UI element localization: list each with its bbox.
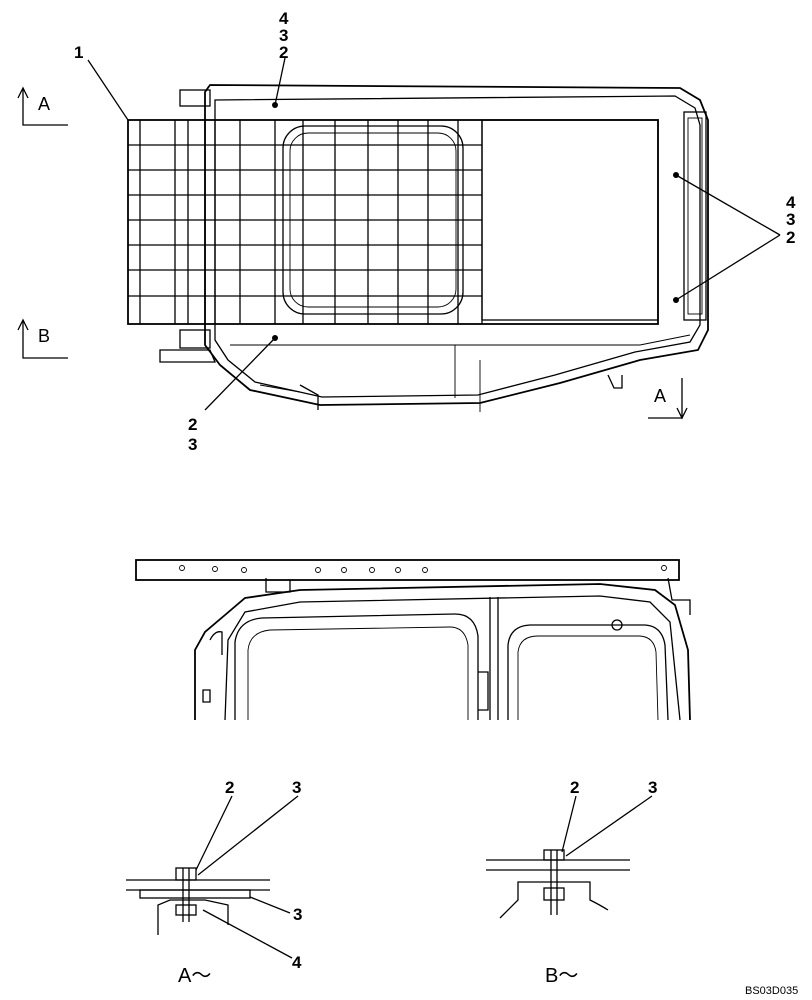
detail-b-label-2: 2: [570, 778, 579, 797]
right-stack-4: 4: [786, 193, 796, 212]
cab-side-outline: [194, 583, 691, 721]
rail-holes: [179, 565, 667, 573]
side-bracket-right: [667, 577, 691, 615]
detail-b-channel: [499, 881, 609, 919]
rail-bracket: [265, 578, 291, 593]
side-knob: [611, 619, 623, 631]
lower-stack-2: 2: [188, 415, 197, 434]
cab-roof-inner-outline: [214, 95, 701, 398]
pillar-detail: [478, 671, 489, 711]
leader-right-lower: [675, 234, 781, 301]
leader-right-upper: [675, 174, 781, 236]
top-stack-4: 4: [279, 9, 289, 28]
cab-lower-contour: [230, 334, 691, 412]
cab-roof-outline: [204, 84, 709, 406]
hinge-lower: [179, 329, 211, 349]
detail-a-label-2: 2: [225, 778, 234, 797]
svg-text:A: A: [38, 94, 50, 114]
lower-stack-3: 3: [188, 435, 197, 454]
handle-lower: [159, 349, 216, 363]
top-view: 4 3 2 1 4 3 2 2 3 A B A: [17, 9, 796, 454]
part-1-label: 1: [74, 43, 83, 62]
window-right-inner: [517, 635, 659, 721]
right-stack-2: 2: [786, 228, 795, 247]
window-right: [507, 624, 669, 721]
top-guard-side-rail: [135, 559, 680, 581]
roof-flat-panel: [481, 119, 659, 321]
bottom-bracket-right: [607, 374, 623, 389]
detail-a-label-3-top: 3: [292, 778, 301, 797]
svg-text:A: A: [654, 386, 666, 406]
leader-a-3: [197, 795, 299, 876]
detail-a-label-3-mid: 3: [293, 905, 302, 924]
leader-part-1: [87, 59, 129, 121]
top-guard-frame: [127, 119, 659, 325]
leader-lower-stack: [204, 337, 276, 411]
window-left-inner: [247, 626, 469, 720]
detail-b-caption: B～: [545, 965, 578, 987]
window-left: [234, 613, 479, 720]
section-marker-b-left: B: [17, 318, 68, 359]
detail-a-channel: [157, 899, 229, 935]
detail-b-bolt-head: [543, 849, 565, 861]
svg-text:B: B: [38, 326, 50, 346]
bottom-bracket-left: [299, 384, 319, 410]
leader-a-3-mid: [249, 896, 291, 914]
right-stack-3: 3: [786, 210, 795, 229]
detail-a-label-4: 4: [292, 953, 302, 972]
section-marker-a-top: A: [17, 86, 68, 126]
side-handle-left: [202, 689, 211, 703]
side-view: [135, 559, 691, 721]
top-stack-3: 3: [279, 26, 288, 45]
cab-mid-pillar: [489, 597, 499, 720]
leader-b-3: [565, 795, 653, 857]
detail-b-label-3: 3: [648, 778, 657, 797]
right-side-panel: [683, 111, 707, 321]
detail-a-caption: A～: [178, 965, 211, 987]
detail-a-washer: [175, 904, 197, 916]
top-guard-bars: [128, 120, 483, 324]
hinge-upper: [179, 89, 211, 107]
side-hinge-left: [209, 631, 223, 655]
section-marker-a-right: A: [648, 378, 688, 420]
cab-side-inner: [224, 595, 681, 721]
detail-b: 2 3 B～: [486, 778, 657, 987]
detail-b-nut: [543, 887, 565, 901]
leader-a-2: [195, 795, 233, 871]
leader-a-4: [202, 909, 293, 959]
detail-a-spacer: [139, 889, 251, 899]
top-stack-2: 2: [279, 43, 288, 62]
leader-top-stack: [274, 57, 286, 106]
leader-b-2: [561, 795, 577, 853]
detail-a-bolt-head: [175, 867, 197, 881]
detail-a: 2 3 3 4 A～: [126, 778, 302, 987]
drawing-code: BS03D035: [745, 985, 798, 997]
right-side-panel-inner: [687, 117, 703, 315]
